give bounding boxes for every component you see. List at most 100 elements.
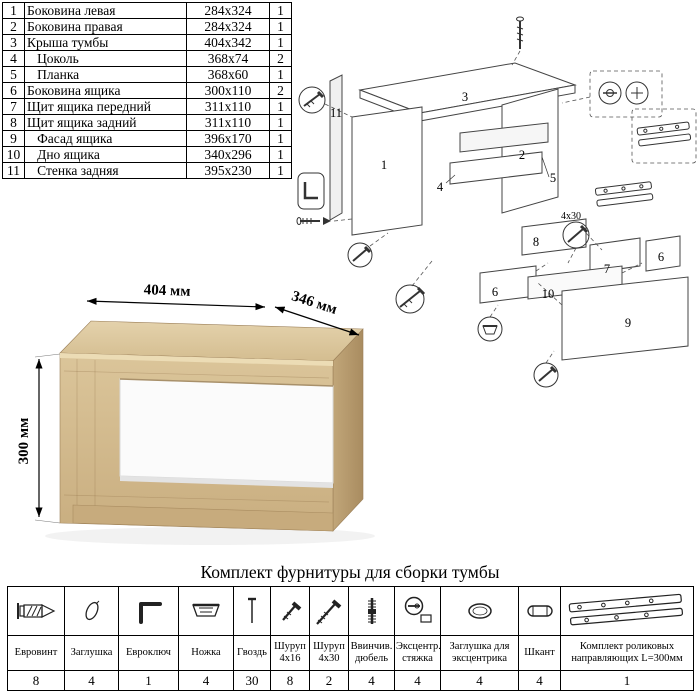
- hardware-qty: 4: [64, 670, 119, 691]
- part-name: Фасад ящика: [24, 130, 187, 147]
- hardware-name: Шуруп 4х30: [309, 635, 349, 671]
- screw-4x30-icon: [316, 599, 342, 625]
- part-number: 6: [2, 82, 25, 99]
- part-number-label: 6: [492, 285, 498, 299]
- part-qty: 2: [269, 82, 292, 99]
- hardware-qty: 4: [440, 670, 519, 691]
- part-qty: 1: [269, 162, 292, 179]
- hardware-icon-cell: [7, 586, 65, 636]
- hardware-icon-cell: [348, 586, 395, 636]
- part-number: 2: [2, 18, 25, 35]
- hardware-qty: 1: [560, 670, 694, 691]
- part-size: 340х296: [186, 146, 270, 163]
- part-number-label: 7: [604, 262, 610, 276]
- drawer-slides-icon: [568, 593, 684, 626]
- wood-grain: [63, 359, 330, 521]
- part-name: Планка: [24, 66, 187, 83]
- hardware-qty: 8: [7, 670, 65, 691]
- part-number-labels: 3 1 11 2 4 5 8 7 6 6 10 9 4х30: [330, 90, 664, 330]
- hardware-icon-cell: [560, 586, 694, 636]
- part-number: 5: [2, 66, 25, 83]
- part-name: Дно ящика: [24, 146, 187, 163]
- foot-callout-icon: [477, 316, 503, 342]
- part-size: 396х170: [186, 130, 270, 147]
- hardware-icon-cell: [440, 586, 519, 636]
- hex-key-icon: [138, 602, 162, 624]
- hardware-name: Гвоздь: [233, 635, 271, 671]
- part-number-label: 3: [462, 90, 468, 104]
- hardware-name: Евроключ: [118, 635, 179, 671]
- part-size: 395х230: [186, 162, 270, 179]
- cam-cap-icon: [467, 603, 492, 619]
- threaded-dowel-icon: [367, 598, 376, 624]
- hardware-icons-row: [7, 586, 694, 636]
- cam-lock-callout-icon: [589, 70, 663, 118]
- part-name: Щит ящика задний: [24, 114, 187, 131]
- hardware-icon-cell: [233, 586, 271, 636]
- hardware-name: Ножка: [178, 635, 234, 671]
- hardware-name: Шуруп 4х16: [270, 635, 310, 671]
- hardware-icon-cell: [309, 586, 349, 636]
- part-number: 9: [2, 130, 25, 147]
- long-screw-callout-icon: [395, 284, 426, 314]
- part-number-label: 4: [437, 180, 444, 194]
- wood-dowel-icon: [527, 605, 553, 617]
- euroscrew-callout-icon: [298, 86, 326, 114]
- cabinet-parts: [329, 62, 689, 361]
- part-size: 311х110: [186, 114, 270, 131]
- part-qty: 1: [269, 66, 292, 83]
- plinth: [72, 504, 334, 532]
- part-number: 3: [2, 34, 25, 51]
- hardware-icon-cell: [518, 586, 561, 636]
- hardware-name: Комплект роликовых направляющих L=300мм: [560, 635, 694, 671]
- cap-icon: [84, 600, 99, 621]
- part-number-label: 2: [519, 148, 525, 162]
- hardware-qty: 8: [270, 670, 310, 691]
- hardware-qty: 4: [348, 670, 395, 691]
- height-dimension-label: 300 мм: [16, 418, 32, 465]
- hardware-qty: 4: [394, 670, 441, 691]
- part-name: Цоколь: [24, 50, 187, 67]
- dimension-lines: [34, 297, 360, 524]
- hardware-name: Заглушка: [64, 635, 119, 671]
- part-qty: 1: [269, 98, 292, 115]
- hardware-name: Заглушка для эксцентрика: [440, 635, 519, 671]
- part-qty: 2: [269, 50, 292, 67]
- part-qty: 1: [269, 130, 292, 147]
- hardware-qty: 2: [309, 670, 349, 691]
- hardware-icon-cell: [178, 586, 234, 636]
- part-name: Боковина правая: [24, 18, 187, 35]
- part-number-label: 10: [542, 287, 555, 301]
- screw-callout-icon: [533, 362, 559, 388]
- cam-lock-icon: [404, 596, 432, 623]
- floor-shadow: [45, 527, 375, 545]
- hardware-icon-cell: [64, 586, 119, 636]
- hardware-qty: 4: [178, 670, 234, 691]
- hardware-table: Евровинт Заглушка Евроключ Ножка Гвоздь …: [7, 586, 694, 691]
- euroscrew-icon: [17, 603, 56, 619]
- hardware-qty: 4: [518, 670, 561, 691]
- hardware-icon-cell: [118, 586, 179, 636]
- part-number: 1: [2, 2, 25, 19]
- part-number-label: 5: [550, 171, 556, 185]
- part-qty: 1: [269, 18, 292, 35]
- part-number: 10: [2, 146, 25, 163]
- hardware-icon-cell: [394, 586, 441, 636]
- depth-dimension-label: 346 мм: [290, 288, 339, 318]
- part-size: 284х324: [186, 2, 270, 19]
- part-number-label: 6: [658, 250, 664, 264]
- screw-arrow-callout-icon: [296, 217, 331, 225]
- width-dimension-label: 404 мм: [144, 283, 191, 300]
- part-number-label: 1: [381, 158, 387, 172]
- screw-callout-icon: [516, 16, 524, 49]
- hardware-kit-title: Комплект фурнитуры для сборки тумбы: [200, 562, 500, 582]
